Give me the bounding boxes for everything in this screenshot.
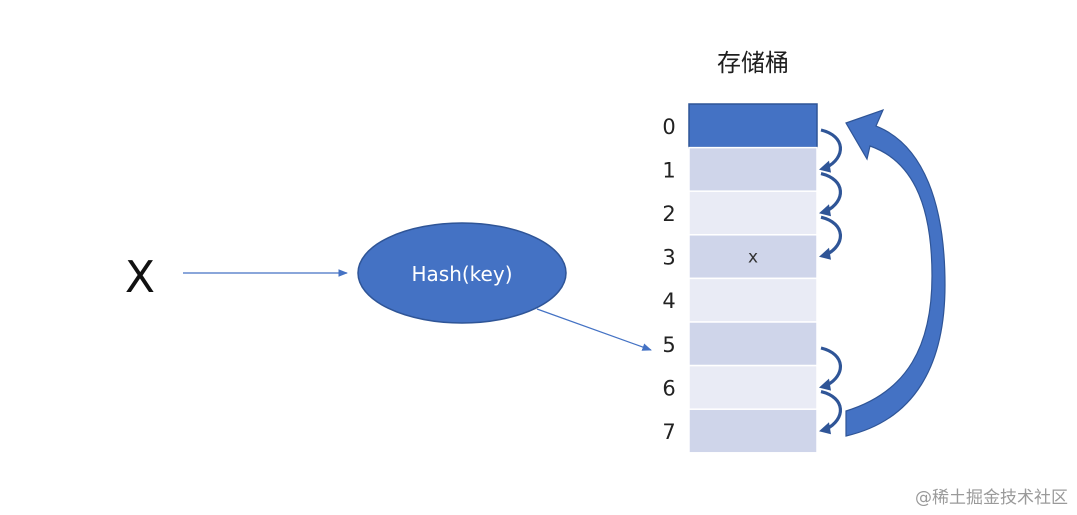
probe-arrow-6-7 xyxy=(820,390,842,431)
probe-arrow-1-2 xyxy=(820,172,842,213)
probe-arrows xyxy=(819,128,842,435)
bucket-index-1: 1 xyxy=(662,158,675,182)
bucket-cell-3 xyxy=(688,234,818,280)
bucket-index-6: 6 xyxy=(662,376,675,400)
wrap-around-arrow xyxy=(845,108,946,437)
bucket-cell-5 xyxy=(688,321,818,367)
bucket-cell-2 xyxy=(688,190,818,236)
bucket-cell-6 xyxy=(688,364,818,410)
bucket-list: 0 1 2 3 x 4 5 6 7 xyxy=(662,103,818,454)
input-key-label: X xyxy=(125,252,155,303)
probe-arrowhead-0-1 xyxy=(819,160,831,173)
bucket-cell-1 xyxy=(688,146,818,192)
bucket-index-5: 5 xyxy=(662,333,675,357)
hash-function-label: Hash(key) xyxy=(411,262,512,286)
bucket-index-3: 3 xyxy=(662,246,675,270)
hash-function-node xyxy=(357,222,567,324)
bucket-index-0: 0 xyxy=(662,115,675,139)
bucket-content-3: x xyxy=(748,248,758,268)
probe-arrow-0-1 xyxy=(820,128,842,170)
probe-arrowhead-1-2 xyxy=(819,204,831,217)
watermark: @稀土掘金技术社区 xyxy=(915,488,1068,508)
bucket-index-2: 2 xyxy=(662,202,675,226)
probe-arrowhead-2-3 xyxy=(819,247,831,260)
bucket-cell-0 xyxy=(688,103,818,149)
bucket-index-7: 7 xyxy=(662,420,675,444)
bucket-cell-4 xyxy=(688,277,818,323)
bucket-title: 存储桶 xyxy=(717,49,789,77)
probe-arrow-2-3 xyxy=(820,215,842,257)
probe-arrowhead-6-7 xyxy=(819,422,831,435)
probe-arrow-5-6 xyxy=(820,346,842,388)
bucket-index-4: 4 xyxy=(662,289,675,313)
hash-to-bucket-arrow xyxy=(536,308,652,351)
bucket-cell-7 xyxy=(688,408,818,454)
probe-arrowhead-5-6 xyxy=(819,378,831,391)
